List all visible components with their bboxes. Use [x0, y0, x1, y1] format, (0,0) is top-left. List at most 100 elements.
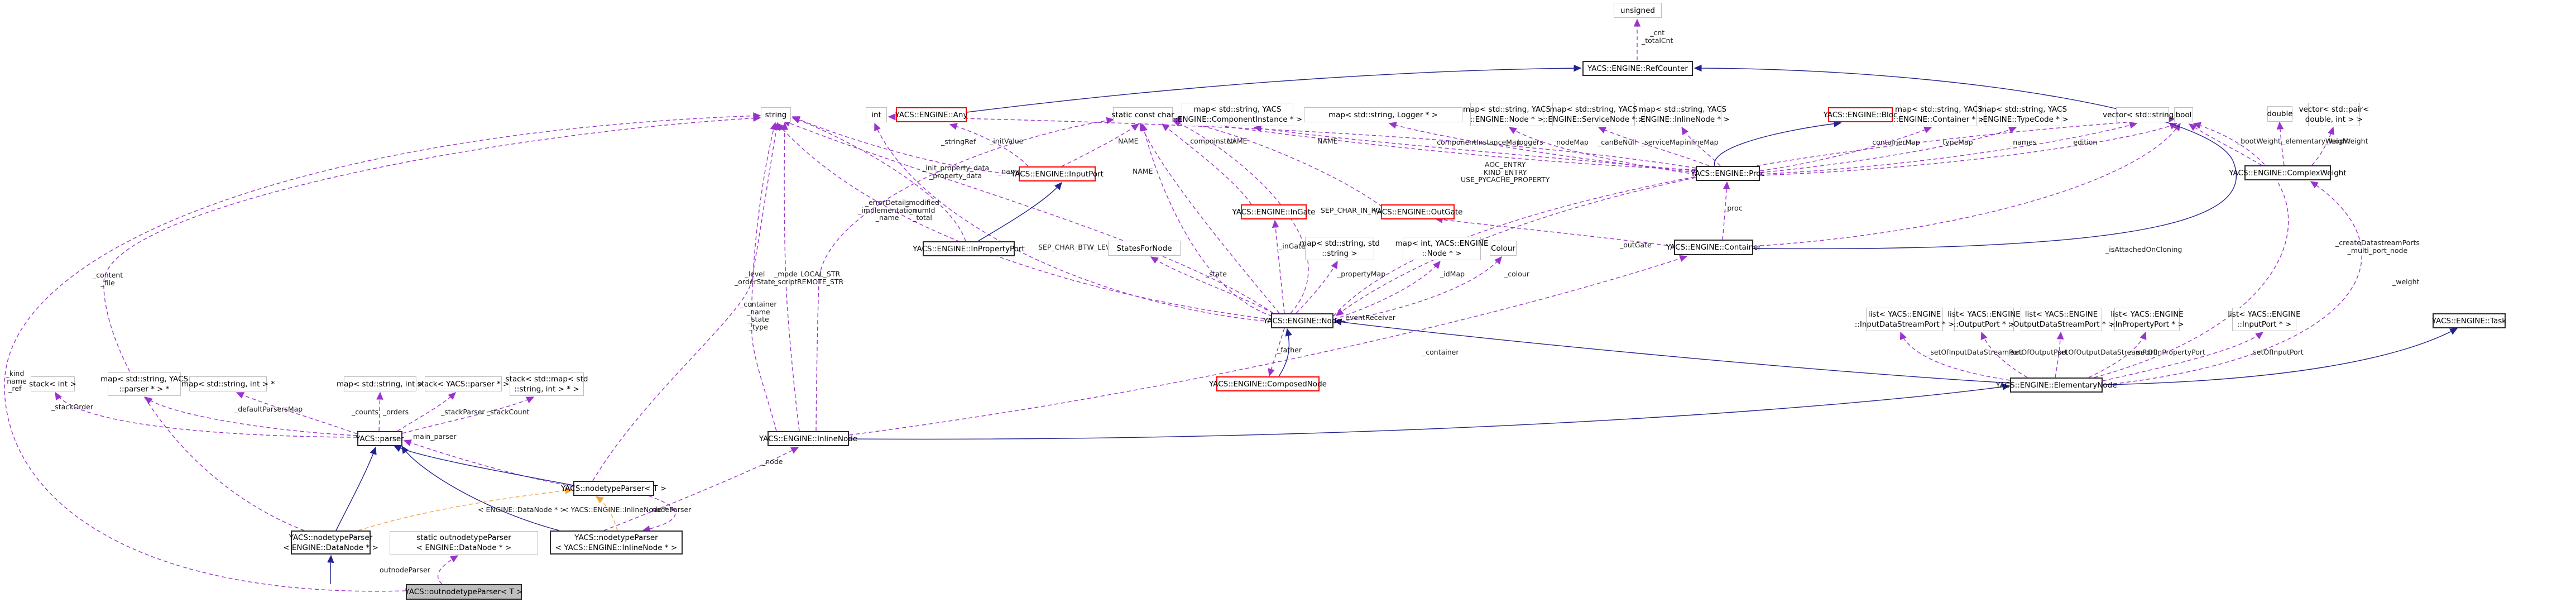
box-list-outputdatastreamport: list< YACS::ENGINE::OutputDataStreamPort… [2008, 308, 2114, 331]
box-composednode[interactable]: YACS::ENGINE::ComposedNode [1209, 376, 1327, 391]
box-any[interactable]: YACS::ENGINE::Any [895, 107, 967, 122]
edge-label: _nodeMap [1553, 138, 1589, 146]
member-edge [848, 255, 1688, 436]
edge-label: _compoinstctr [1187, 137, 1236, 145]
box-elementarynode[interactable]: YACS::ENGINE::ElementaryNode [1995, 377, 2117, 393]
box-proc[interactable]: YACS::ENGINE::Proc [1691, 166, 1765, 181]
edge-label: _errorDetails_implementation_name [858, 198, 917, 222]
edge-label: _isAttachedOnCloning [2105, 245, 2182, 254]
box-map-typecode: map< std::string, YACS::ENGINE::TypeCode… [1978, 103, 2069, 126]
member-edge [2311, 126, 2334, 166]
edge-label: _proc [1724, 204, 1743, 212]
member-edge [1722, 181, 1730, 240]
member-edge [1335, 177, 1696, 316]
member-edge [1508, 127, 1696, 175]
edge-label: _propertyMap [1337, 270, 1386, 278]
member-edge [1173, 116, 1696, 170]
member-edge [397, 392, 457, 432]
box-outnodetypeparser-t[interactable]: YACS::outnodetypeParser< T > [405, 584, 522, 600]
edge-label: < YACS::ENGINE::InlineNode * > [563, 505, 676, 514]
member-edge [1435, 216, 1675, 247]
template-instance-edge [358, 487, 573, 531]
box-stack-parser: stack< YACS::parser * > [418, 376, 509, 391]
edge-label: _level_orderState [735, 270, 775, 286]
member-edge [1759, 122, 2138, 175]
member-edge [1150, 256, 1274, 314]
edge-label: _content_file [93, 271, 123, 287]
box-bloc[interactable]: YACS::ENGINE::Bloc [1824, 107, 1897, 122]
edge-label: _typeMap [1939, 138, 1973, 146]
member-edge [1061, 123, 1140, 167]
edge-label: _father [1277, 346, 1302, 354]
box-complexweight[interactable]: YACS::ENGINE::ComplexWeight [2229, 165, 2347, 180]
edge-label: _idMap [1440, 270, 1465, 278]
edge-label: _setOfInputDataStreamPort [1927, 348, 2023, 356]
member-edge [1333, 116, 2176, 317]
edge-label: _container [1422, 348, 1459, 356]
box-nodetypeparser-datanode[interactable]: YACS::nodetypeParser< ENGINE::DataNode *… [283, 530, 378, 555]
member-edge [1681, 126, 1721, 166]
member-edge [751, 122, 777, 432]
edge-label: NAME [1227, 137, 1248, 145]
edge-label: _canBeNull [1598, 138, 1637, 146]
edge-label: nodeParser [652, 505, 692, 514]
box-nodetypeparser-inlinenode[interactable]: YACS::nodetypeParser< YACS::ENGINE::Inli… [550, 530, 683, 555]
member-edge [55, 391, 358, 438]
box-map-parser-ptr: map< std::string, YACS::parser * > * [100, 372, 188, 396]
box-container[interactable]: YACS::ENGINE::Container [1666, 240, 1761, 255]
inheritance-edge [335, 446, 377, 531]
edge-label: _serviceMap [1641, 138, 1685, 146]
member-edge [1296, 260, 1338, 314]
box-stack-map: stack< std::map< std::string, int > * > [506, 372, 588, 396]
member-edge [403, 439, 574, 487]
member-edge [1980, 331, 2028, 378]
box-refcounter[interactable]: YACS::ENGINE::RefCounter [1582, 61, 1693, 76]
inheritance-edge [1714, 120, 1842, 166]
edge-label: _containerMap [1869, 138, 1920, 146]
member-edge [1598, 127, 1710, 166]
inheritance-edge [2102, 328, 2458, 385]
box-string: string [761, 107, 791, 122]
edge-label: _loggers [1514, 138, 1543, 146]
inheritance-edge [1278, 328, 1292, 377]
member-edge [781, 122, 800, 432]
edge-label: _bootWeight [2237, 137, 2281, 145]
member-edge [236, 392, 358, 434]
box-map-container: map< std::string, YACS::ENGINE::Containe… [1893, 103, 1984, 126]
inheritance-edge [1694, 64, 2237, 250]
inheritance-edge [848, 383, 2011, 440]
inheritance-edge [1333, 318, 2011, 384]
box-list-outputport: list< YACS::ENGINE::OutputPort * > [1947, 308, 2021, 331]
box-node[interactable]: YACS::ENGINE::Node [1263, 313, 1341, 328]
box-inlinenode[interactable]: YACS::ENGINE::InlineNode [759, 431, 857, 446]
member-edge [144, 396, 358, 436]
edge-label: _edition [2070, 138, 2098, 146]
edge-label: SEP_CHAR_IN_PORT [1321, 206, 1390, 214]
box-ingate[interactable]: YACS::ENGINE::InGate [1232, 204, 1315, 219]
box-task[interactable]: YACS::ENGINE::Task [2432, 313, 2506, 328]
edge-label: outnodeParser [380, 566, 430, 574]
member-edge [1161, 123, 1252, 205]
inheritance-edge [327, 555, 334, 585]
edge-label: _setOfInputPort [2249, 348, 2304, 356]
edge-label: _state [1206, 270, 1227, 278]
inheritance-edge [977, 181, 1062, 242]
box-list-inpropertyport: list< YACS::ENGINE::InPropertyPort * > [2110, 308, 2184, 331]
edge-label: _outGate [1620, 241, 1652, 249]
box-inpropertyport[interactable]: YACS::ENGINE::InPropertyPort [913, 241, 1025, 256]
member-edge [782, 120, 1274, 314]
edge-label: _stackOrder [51, 403, 93, 411]
member-edge [1759, 127, 2017, 173]
box-outgate[interactable]: YACS::ENGINE::OutGate [1373, 204, 1462, 219]
member-edge [376, 391, 383, 432]
edge-label: _weight [2392, 278, 2420, 286]
edge-label: < ENGINE::DataNode * > [478, 505, 566, 514]
box-inputport[interactable]: YACS::ENGINE::InputPort [1011, 166, 1104, 181]
box-nodetypeparser-t[interactable]: YACS::nodetypeParser< T > [561, 481, 666, 496]
edge-label: _setOfOutputDataStreamPort [2054, 348, 2156, 356]
box-parser[interactable]: YACS::parser [356, 431, 404, 446]
edge-label: _elementaryWeight [2282, 137, 2350, 145]
